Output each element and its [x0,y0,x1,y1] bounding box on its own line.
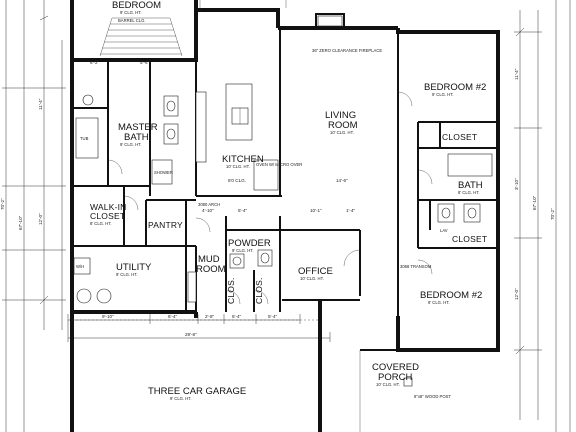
oven-note: OVEN W/ MICRO OVER [256,162,302,167]
shower-label: SHOWER [154,170,173,175]
lav-label: LAV [440,228,448,233]
dim-left-2: 67'-10" [18,215,23,230]
note-powder: 9' CLG. HT. [232,248,254,253]
dim-int-3: 14'-6" [336,178,348,183]
dim-right-3: 12'-0" [514,288,519,300]
opening-note: 6'0 CLG. [228,178,246,183]
label-clos-a: CLOS. [226,277,236,304]
dim-bottom-2: 6'-4" [168,314,178,319]
label-clos-b: CLOS. [254,277,264,304]
note-utility: 9' CLG. HT. [116,272,138,277]
dim-bottom-3: 2'-8" [205,314,215,319]
right-dimension-lines: 11'-4" 3'-10" 12'-0" 70'-2" 67'-10" [514,0,571,432]
label-bedroom2b: BEDROOM #2 [420,290,482,301]
dim-int-2: 5'-6" [140,60,150,65]
label-pantry: PANTRY [148,220,183,230]
arch-note-1: 3080 ARCH [198,202,220,207]
label-bedroom-top: BEDROOM [112,0,161,11]
note-office: 10' CLG. HT. [300,276,324,281]
note-porch: 10' CLG. HT. [376,382,400,387]
kitchen-fixtures: OVEN W/ MICRO OVER [195,83,302,191]
room-labels: BEDROOM 9' CLG. HT. LIVING ROOM 10' CLG.… [90,0,487,401]
dim-bottom-total: 29'-8" [185,332,197,337]
barrel-ceiling-hatch [99,17,183,57]
dim-int-7: 1'-4" [346,208,356,213]
right-bath-fixtures: LAV [437,153,493,233]
barrel-note: BARREL CLG. [118,18,146,23]
label-kitchen: KITCHEN [222,154,264,165]
dim-int-6: 10'-1" [310,208,322,213]
label-living-2: ROOM [328,120,358,131]
wall-hatching [72,0,320,321]
label-bedroom2a: BEDROOM #2 [424,82,486,93]
wh-label: W/H [76,264,84,269]
tub-label: TUB [80,136,89,141]
label-mud-2: ROOM [196,264,226,275]
note-living: 10' CLG. HT. [330,130,354,135]
label-utility: UTILITY [116,262,152,273]
label-mud-1: MUD [198,254,220,265]
label-bath: BATH [458,180,483,191]
label-office: OFFICE [298,266,333,277]
bottom-dimension-lines: 9'-10" 6'-4" 2'-8" 5'-4" 5'-4" 29'-8" [67,314,331,342]
dim-right-1: 11'-4" [514,68,519,80]
label-walkin-2: CLOSET [90,211,125,221]
label-walkin-1: WALK-IN [90,202,127,212]
dim-bottom-4: 5'-4" [232,314,242,319]
left-dimension-lines: 70'-2" 67'-10" 11'-4" 12'-0" [0,0,66,432]
dim-overall-right: 70'-2" [550,208,555,220]
label-closet-r1: CLOSET [442,132,477,142]
door-swings [107,91,433,305]
interior-notes: 6'-2" 5'-6" 14'-6" 4'-10" 5'-4" 10'-1" 1… [90,18,432,269]
label-living-1: LIVING [325,110,356,121]
note-bedroom2a: 9' CLG. HT. [432,92,454,97]
dim-overall-left: 70'-2" [0,198,5,210]
master-bath-fixtures: TUB SHOWER [75,94,179,185]
dim-int-1: 6'-2" [90,60,100,65]
fireplace-note: 36" ZERO CLEARANCE FIREPLACE [312,48,382,53]
label-porch-2: PORCH [378,372,412,383]
label-master-2: BATH [124,132,149,143]
note-walkin: 8' CLG. HT. [90,221,112,226]
porch: 8"x8" WOOD POST [359,349,498,432]
label-porch-1: COVERED [372,362,419,373]
fireplace: 36" ZERO CLEARANCE FIREPLACE [312,15,382,53]
dim-int-5: 5'-4" [238,208,248,213]
exterior-walls [70,0,500,432]
powder-fixtures [229,249,273,269]
note-bedroom-top: 9' CLG. HT. [120,10,142,15]
dim-left-4: 12'-0" [38,213,43,225]
dim-left-3: 11'-4" [38,98,43,110]
dim-int-4: 4'-10" [202,208,214,213]
note-bedroom2b: 9' CLG. HT. [428,300,450,305]
note-bath: 8' CLG. HT. [458,190,480,195]
note-kitchen: 10' CLG. HT. [226,164,250,169]
label-closet-r2: CLOSET [452,234,487,244]
transom-note: 3068 TRANSOM [400,264,432,269]
note-garage: 9' CLG. HT. [170,396,192,401]
label-garage: THREE CAR GARAGE [148,386,246,397]
interior-walls [72,28,498,316]
dim-right-4: 67'-10" [532,195,537,210]
dim-bottom-1: 9'-10" [102,314,114,319]
note-master: 9' CLG. HT. [120,142,142,147]
post-note: 8"x8" WOOD POST [414,394,451,399]
dim-right-2: 3'-10" [514,178,519,190]
label-master-1: MASTER [118,122,158,133]
dim-bottom-5: 5'-4" [268,314,278,319]
utility-fixtures: W/H [73,257,197,304]
label-powder: POWDER [228,238,271,249]
